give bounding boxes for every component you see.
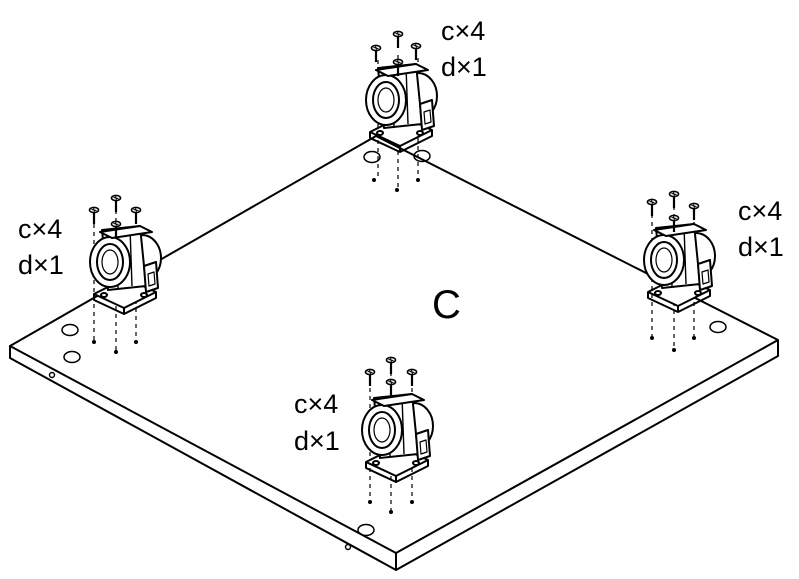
screw-icon bbox=[110, 194, 122, 214]
screw-icon bbox=[410, 42, 422, 62]
hole-dots bbox=[650, 336, 696, 352]
caster-group-bottom bbox=[361, 356, 434, 514]
panel-c bbox=[9, 135, 779, 571]
caster-bottom-wheel-count: d×1 bbox=[294, 426, 340, 456]
panel-label: C bbox=[432, 283, 461, 327]
caster-group-right bbox=[643, 190, 716, 352]
screw-icon bbox=[668, 190, 680, 210]
panel-left-edge bbox=[9, 346, 397, 571]
caster-group-left bbox=[88, 194, 162, 354]
caster-right-screw-count: c×4 bbox=[738, 196, 782, 226]
caster-left-screw-count: c×4 bbox=[18, 214, 62, 244]
caster-right-wheel-count: d×1 bbox=[738, 232, 784, 262]
screw-icon bbox=[646, 198, 658, 218]
hole-dots bbox=[92, 340, 138, 354]
hole-dots bbox=[368, 500, 414, 514]
screw-icon bbox=[392, 30, 404, 50]
screw-icon bbox=[370, 44, 382, 64]
screw-icon bbox=[88, 206, 100, 226]
caster-left-wheel-count: d×1 bbox=[18, 250, 64, 280]
screw-icon bbox=[688, 202, 700, 222]
panel-right-edge bbox=[395, 340, 779, 571]
caster-top-wheel-count: d×1 bbox=[441, 52, 487, 82]
panel-top-face bbox=[9, 135, 779, 554]
screw-icon bbox=[130, 206, 142, 226]
caster-group-top bbox=[365, 30, 438, 192]
caster-bottom-screw-count: c×4 bbox=[294, 389, 338, 419]
hole-dots bbox=[372, 178, 420, 192]
caster-top-screw-count: c×4 bbox=[441, 16, 485, 46]
